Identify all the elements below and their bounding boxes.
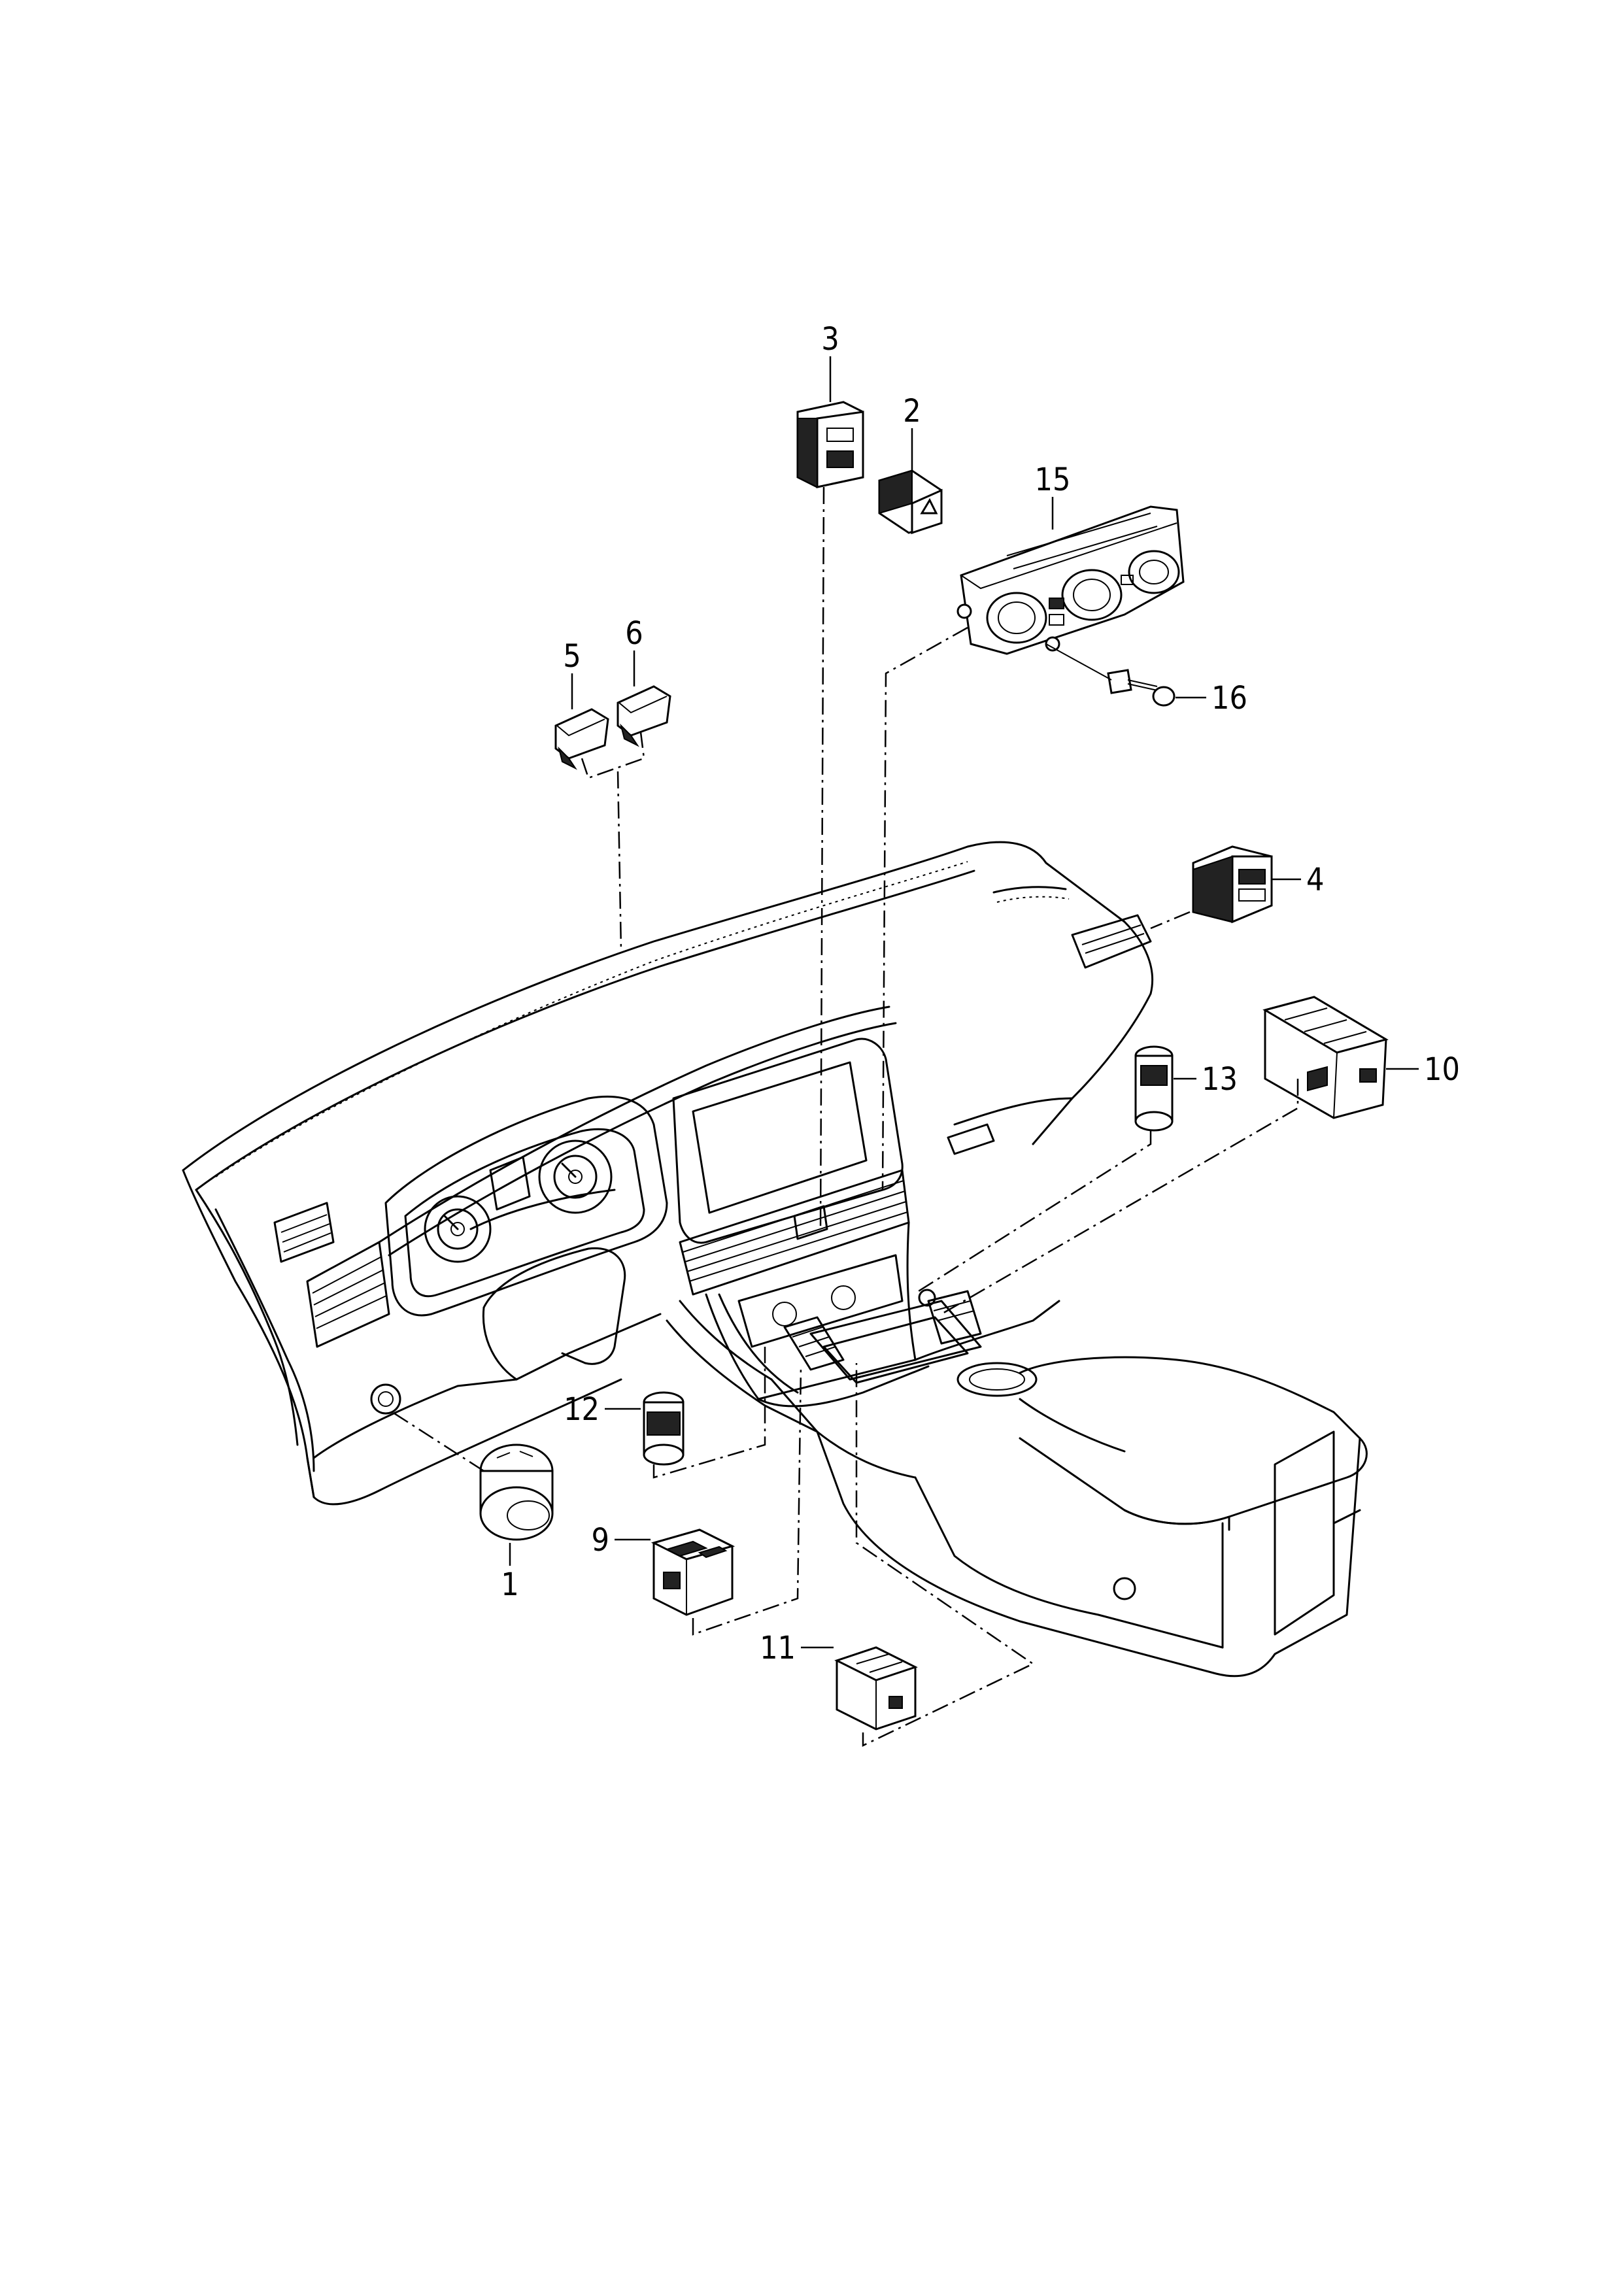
part-15-climate-control-panel [956, 505, 1185, 655]
callout-label-5: 5 [563, 638, 581, 675]
part-5-button-cap [554, 708, 609, 770]
callout-label-2: 2 [903, 393, 921, 430]
callout-labels: 1 2 3 4 5 6 9 10 11 12 13 15 16 [501, 321, 1460, 1666]
part-4-switch [1192, 845, 1273, 924]
callout-label-9: 9 [592, 1522, 609, 1559]
part-3-switch-module [796, 401, 864, 488]
part-1-light-switch [479, 1443, 554, 1541]
callout-label-1: 1 [501, 1566, 518, 1603]
part-10-window-switch-bank [1262, 996, 1389, 1119]
callout-label-3: 3 [821, 321, 839, 358]
part-11-switch [834, 1646, 918, 1730]
part-16-clip [1107, 669, 1176, 707]
callout-label-13: 13 [1202, 1061, 1238, 1098]
dashboard-illustration [182, 841, 1368, 1678]
part-9-switch-bank [651, 1528, 736, 1616]
part-12-socket [643, 1391, 685, 1466]
part-6-button-cap [617, 685, 671, 747]
callout-label-11: 11 [760, 1630, 796, 1666]
callout-label-12: 12 [564, 1391, 600, 1428]
callout-label-15: 15 [1035, 462, 1071, 498]
callout-label-6: 6 [625, 615, 643, 652]
callout-label-16: 16 [1211, 680, 1247, 717]
leader-lines [392, 356, 1419, 1747]
part-2-hazard-switch [878, 469, 943, 535]
part-13-usb-socket [1134, 1045, 1174, 1132]
callout-label-10: 10 [1424, 1051, 1460, 1088]
callout-label-4: 4 [1306, 862, 1324, 898]
